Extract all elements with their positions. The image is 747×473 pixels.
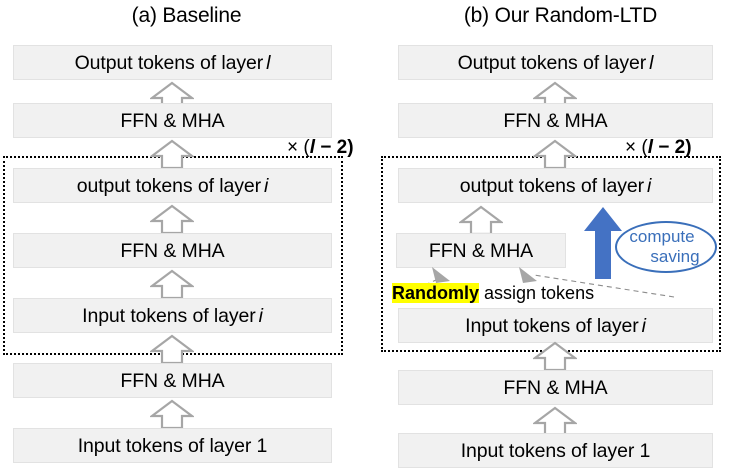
- up-arrow-icon: [150, 399, 194, 429]
- node-label: FFN & MHA: [120, 369, 225, 392]
- up-arrow-icon: [150, 204, 194, 234]
- callout-line-1: compute: [629, 227, 695, 246]
- multiply-symbol: × (: [287, 137, 310, 158]
- layer-variable: l: [647, 137, 653, 158]
- node-label-italic: i: [641, 314, 646, 337]
- multiply-symbol: × (: [625, 137, 648, 158]
- node-output-tokens-layer-l-b: Output tokens of layer l: [398, 45, 713, 80]
- node-label: output tokens of layer: [459, 174, 644, 197]
- node-ffn-mha-top-a: FFN & MHA: [13, 103, 332, 138]
- panel-random-ltd: (b) Our Random-LTD Output tokens of laye…: [374, 0, 747, 473]
- node-label: Output tokens of layer: [457, 51, 647, 74]
- repeat-tail: − 2): [652, 137, 692, 158]
- node-label-italic: i: [264, 174, 269, 197]
- panel-b-title: (b) Our Random-LTD: [463, 4, 658, 27]
- node-label: FFN & MHA: [503, 109, 608, 132]
- panel-a-title: (a) Baseline: [131, 4, 242, 27]
- node-label: Input tokens of layer 1: [460, 439, 651, 462]
- node-output-tokens-layer-i-a: output tokens of layer i: [13, 168, 332, 203]
- node-input-tokens-layer-1-a: Input tokens of layer 1: [13, 428, 332, 463]
- assign-tokens-text: assign tokens: [479, 283, 595, 303]
- node-label-italic: i: [258, 304, 263, 327]
- node-label: FFN & MHA: [120, 239, 225, 262]
- up-arrow-icon: [533, 139, 577, 169]
- node-label-italic: l: [649, 51, 654, 74]
- up-arrow-icon: [459, 205, 503, 235]
- up-arrow-icon: [533, 341, 577, 371]
- up-arrow-icon: [150, 139, 194, 169]
- up-arrow-icon: [533, 406, 577, 436]
- up-arrow-icon: [150, 334, 194, 364]
- compute-saving-arrow-icon: [583, 207, 623, 279]
- panel-baseline: (a) Baseline Output tokens of layer l FF…: [0, 0, 373, 473]
- node-output-tokens-layer-l-a: Output tokens of layer l: [13, 45, 332, 80]
- node-ffn-mha-mid-b: FFN & MHA: [396, 233, 566, 268]
- repeat-count-label-b: × (l − 2): [625, 137, 692, 159]
- node-label: output tokens of layer: [76, 174, 261, 197]
- up-arrow-icon: [150, 269, 194, 299]
- repeat-tail: − 2): [314, 137, 354, 158]
- node-label-italic: l: [266, 51, 271, 74]
- node-ffn-mha-mid-a: FFN & MHA: [13, 233, 332, 268]
- repeat-count-label-a: × (l − 2): [287, 137, 354, 159]
- node-label: Input tokens of layer: [82, 304, 256, 327]
- node-ffn-mha-top-b: FFN & MHA: [398, 103, 713, 138]
- callout-line-2: saving: [650, 247, 700, 266]
- node-label-italic: i: [647, 174, 652, 197]
- random-assign-tokens-label: Randomly assign tokens: [392, 283, 594, 304]
- node-input-tokens-layer-i-b: Input tokens of layer i: [398, 308, 713, 343]
- node-label: FFN & MHA: [120, 109, 225, 132]
- node-label: FFN & MHA: [428, 239, 534, 262]
- node-input-tokens-layer-i-a: Input tokens of layer i: [13, 298, 332, 333]
- node-ffn-mha-bottom-b: FFN & MHA: [398, 370, 713, 405]
- node-output-tokens-layer-i-b: output tokens of layer i: [398, 168, 713, 203]
- node-label: Output tokens of layer: [74, 51, 264, 74]
- node-label: Input tokens of layer: [465, 314, 639, 337]
- node-ffn-mha-bottom-a: FFN & MHA: [13, 363, 332, 398]
- layer-variable: l: [309, 137, 315, 158]
- node-label: Input tokens of layer 1: [77, 434, 268, 457]
- compute-saving-callout: compute saving: [615, 221, 717, 273]
- node-label: FFN & MHA: [503, 376, 608, 399]
- node-input-tokens-layer-1-b: Input tokens of layer 1: [398, 433, 713, 468]
- randomly-highlight: Randomly: [392, 283, 480, 303]
